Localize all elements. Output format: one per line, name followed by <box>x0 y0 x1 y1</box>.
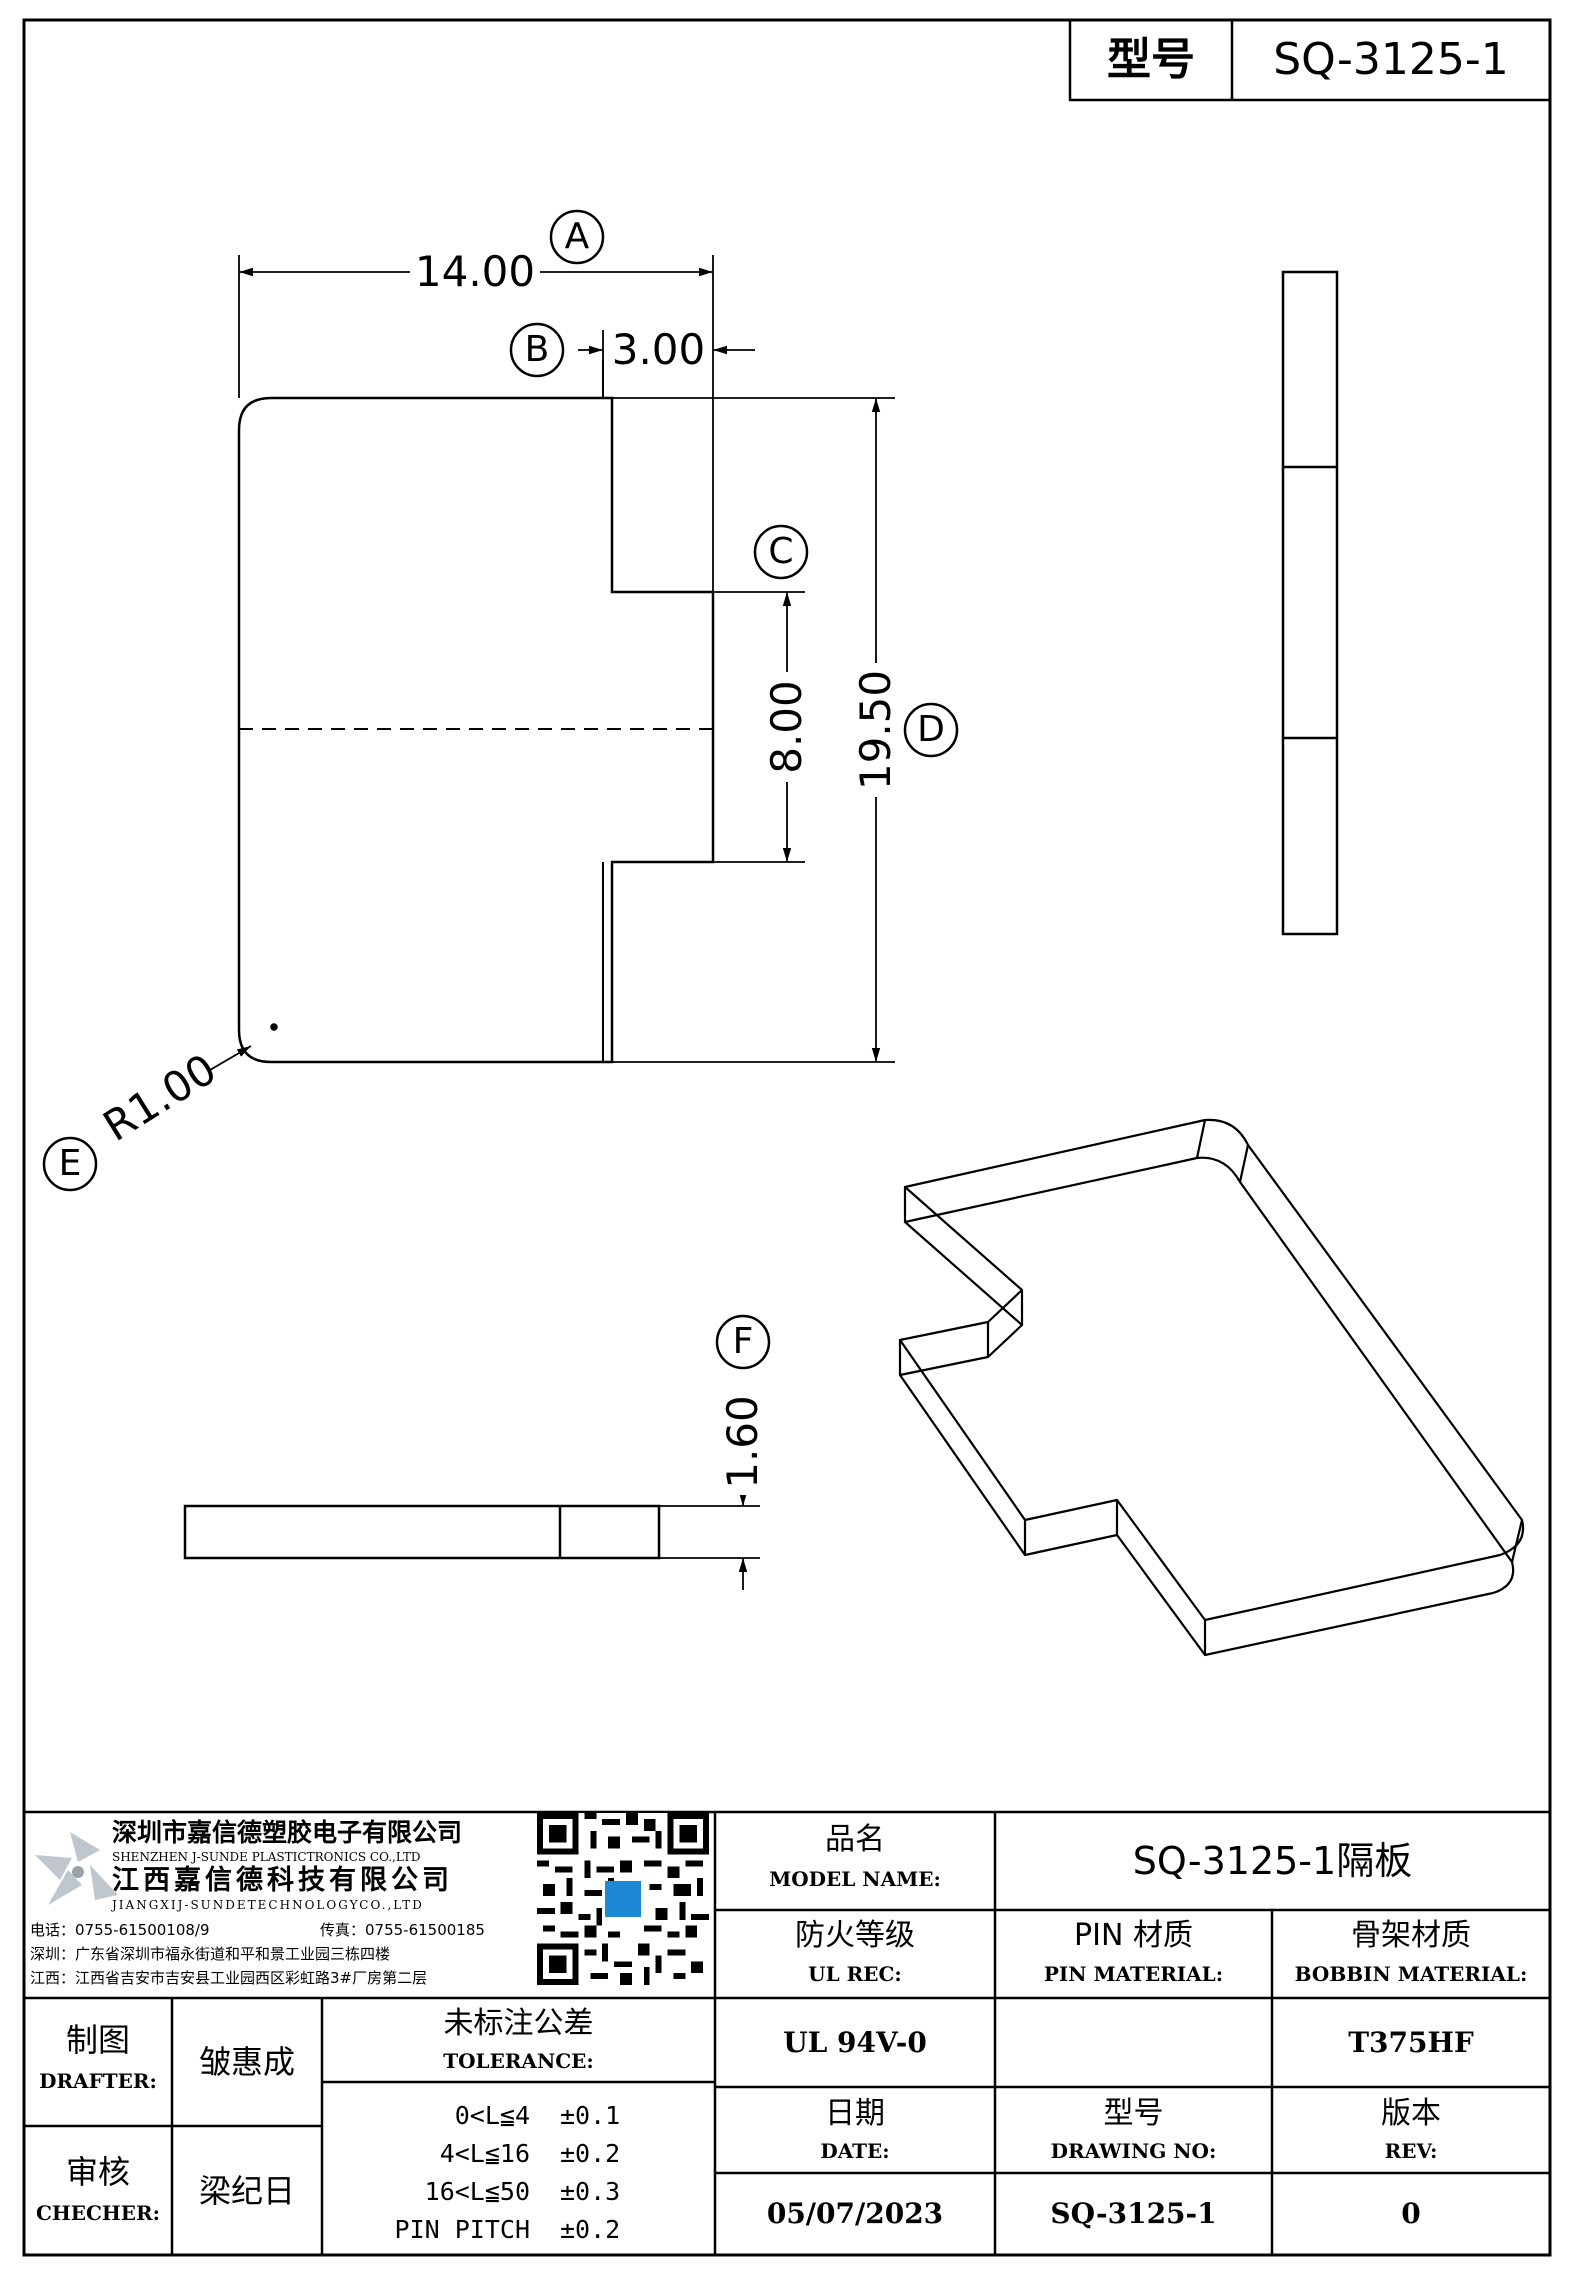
dim-c-ref: C <box>768 531 794 572</box>
tolerance-range: 4<L≦16 <box>439 2138 530 2168</box>
ref-circle-f <box>715 1314 771 1370</box>
model-name-value: SQ-3125-1隔板 <box>1132 1839 1413 1883</box>
side-view-right <box>1281 270 1339 936</box>
tolerance-label-en: TOLERANCE: <box>443 2049 594 2073</box>
dim-a-value: 14.00 <box>410 248 540 296</box>
isometric-view <box>898 1118 1525 1657</box>
dim-b-value: 3.00 <box>611 325 706 374</box>
ref-circle-b <box>509 322 565 378</box>
header-box <box>1068 18 1552 102</box>
tolerance-value: ±0.3 <box>560 2176 621 2206</box>
pin-label-en: PIN MATERIAL: <box>1043 1962 1224 1986</box>
company-name-jx-en: JIANGXIJ-SUNDETECHNOLOGYCO.,LTD <box>112 1898 424 1912</box>
dim-d-ref: D <box>917 709 945 750</box>
company-name-jx: 江西嘉信德科技有限公司 <box>112 1864 453 1896</box>
company-name-sz: 深圳市嘉信德塑胶电子有限公司 <box>112 1817 463 1847</box>
bobbin-label-cn: 骨架材质 <box>1351 1918 1471 1953</box>
tolerance-range: 16<L≦50 <box>424 2176 530 2206</box>
pin-label-cn: PIN 材质 <box>1074 1918 1193 1953</box>
drawing-label-cn: 型号 <box>1103 2096 1164 2131</box>
dim-e-ref: E <box>58 1143 82 1184</box>
drawing-label-en: DRAWING NO: <box>1050 2139 1217 2163</box>
title-block <box>24 1810 1550 2255</box>
date-value: 05/07/2023 <box>766 2197 944 2230</box>
company-name-sz-en: SHENZHEN J-SUNDE PLASTICTRONICS CO.,LTD <box>112 1850 421 1864</box>
company-logo <box>35 1832 118 1905</box>
drafter-label-cn: 制图 <box>65 2021 130 2059</box>
model-name-label-cn: 品名 <box>825 1822 885 1857</box>
model-name-label-en: MODEL NAME: <box>769 1867 941 1891</box>
bobbin-label-en: BOBBIN MATERIAL: <box>1294 1962 1528 1986</box>
tolerance-range: PIN PITCH <box>394 2214 530 2244</box>
company-fax: 传真：0755-61500185 <box>320 1920 485 1939</box>
ref-circle-d <box>903 702 959 758</box>
checker-label-cn: 审核 <box>65 2153 130 2191</box>
dim-f-ref: F <box>732 1321 754 1362</box>
dim-d-value: 19.50 <box>851 663 900 797</box>
ul-label-en: UL REC: <box>808 1962 902 1986</box>
date-label-en: DATE: <box>820 2139 890 2163</box>
rev-label-en: REV: <box>1384 2139 1438 2163</box>
ul-label-cn: 防火等级 <box>795 1918 915 1953</box>
ref-circle-a <box>549 209 605 265</box>
date-label-cn: 日期 <box>825 2096 885 2131</box>
dim-b-ref: B <box>524 329 550 370</box>
company-address-jx: 江西：江西省吉安市吉安县工业园西区彩虹路3#厂房第二层 <box>30 1968 428 1987</box>
dim-f-value: 1.60 <box>718 1389 767 1495</box>
drafter-value: 皱惠成 <box>198 2043 295 2081</box>
header-model: SQ-3125-1 <box>1273 34 1509 85</box>
ref-circle-e <box>42 1136 98 1192</box>
dim-a-ref: A <box>564 216 590 257</box>
dim-e-leader <box>209 1045 252 1071</box>
side-view-bottom <box>183 1504 661 1560</box>
tolerance-value: ±0.2 <box>560 2138 621 2168</box>
checker-value: 梁纪日 <box>198 2171 295 2210</box>
drawing-value: SQ-3125-1 <box>1050 2197 1217 2230</box>
tolerance-value: ±0.1 <box>560 2100 621 2130</box>
company-phone: 电话：0755-61500108/9 <box>30 1920 210 1939</box>
tolerance-range: 0<L≦4 <box>454 2100 530 2130</box>
bobbin-value: T375HF <box>1348 2025 1474 2059</box>
rev-label-cn: 版本 <box>1381 2096 1441 2131</box>
checker-label-en: CHECHER: <box>35 2201 161 2225</box>
ul-value: UL 94V-0 <box>783 2025 927 2059</box>
dim-c-value: 8.00 <box>762 672 811 782</box>
company-address-sz: 深圳：广东省深圳市福永街道和平和景工业园三栋四楼 <box>30 1944 391 1963</box>
pin-value <box>995 1998 1272 2087</box>
drawing-frame <box>22 18 1552 2257</box>
qr-code <box>537 1813 709 1985</box>
tolerance-label-cn: 未标注公差 <box>443 2006 594 2041</box>
tolerance-value: ±0.2 <box>560 2214 621 2244</box>
rev-value: 0 <box>1401 2197 1421 2230</box>
drafter-label-en: DRAFTER: <box>39 2069 157 2093</box>
ref-circle-c <box>753 524 809 580</box>
header-label: 型号 <box>1107 34 1195 85</box>
